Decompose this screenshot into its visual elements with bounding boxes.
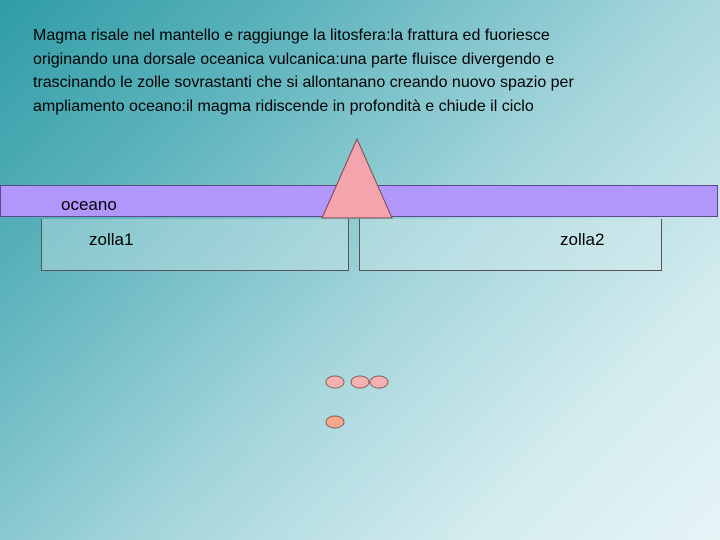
plate-zolla1 <box>41 219 349 271</box>
magma-blob <box>350 375 370 389</box>
description-text: Magma risale nel mantello e raggiunge la… <box>33 24 693 118</box>
description-line-1: Magma risale nel mantello e raggiunge la… <box>33 27 550 44</box>
plate2-label: zolla2 <box>560 230 605 249</box>
volcanic-ridge-triangle <box>321 137 393 219</box>
plate-zolla2 <box>359 219 662 271</box>
description-line-2: originando una dorsale oceanica vulcanic… <box>33 50 555 68</box>
magma-blob <box>369 375 389 389</box>
plate1-label: zolla1 <box>89 230 134 249</box>
ocean-label: oceano <box>61 195 117 214</box>
magma-blob <box>325 415 345 429</box>
magma-blob <box>325 375 345 389</box>
description-line-3: trascinando le zolle sovrastanti che si … <box>33 74 574 91</box>
description-line-4: ampliamento oceano:il magma ridiscende i… <box>33 97 534 115</box>
